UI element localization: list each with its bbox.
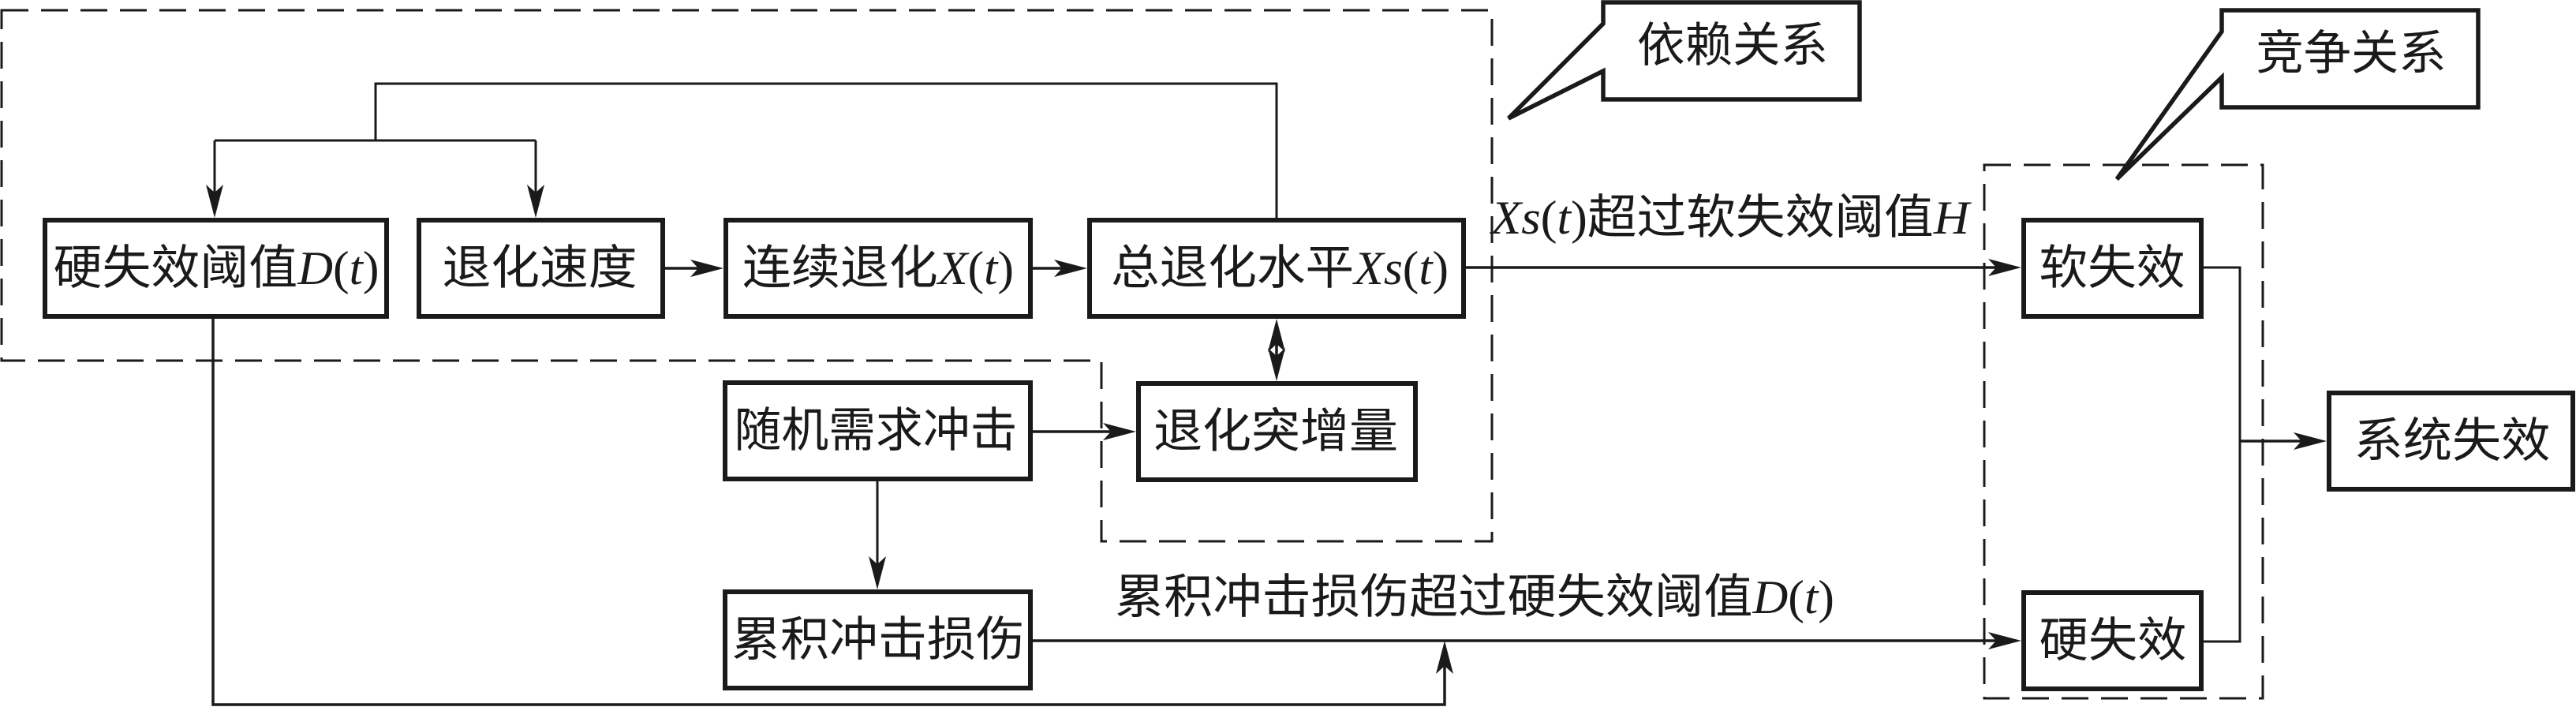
node-box (417, 218, 665, 319)
label-text: 总退化水平 (1111, 242, 1354, 294)
math-arg: t (984, 242, 999, 294)
math-paren: ( (333, 242, 350, 294)
node-hard-failure: 硬失效 (2021, 590, 2204, 691)
math-paren: ) (1432, 242, 1449, 294)
math-paren: ( (1403, 242, 1419, 294)
node-box (43, 218, 389, 319)
callout-dependency: 依赖关系 (1507, 0, 1862, 121)
math-symbol: D (1752, 571, 1788, 623)
node-soft-failure: 软失效 (2021, 218, 2204, 319)
label-text: 累积冲击损伤超过硬失效阈值 (1115, 571, 1752, 623)
callout-bubble (1507, 0, 1862, 121)
node-box (2327, 391, 2575, 492)
node-degradation-rate: 退化速度 (417, 218, 665, 319)
competition-region-dashed-border (1983, 163, 2264, 700)
dependency-region-dashed-border (0, 9, 1494, 543)
node-box (1136, 381, 1418, 482)
label-text: 超过软失效阈值 (1587, 192, 1934, 244)
math-paren: ) (363, 242, 379, 294)
math-arg: t (1804, 571, 1819, 623)
math-symbol: Xs (1490, 192, 1541, 244)
node-box (723, 589, 1033, 690)
node-label: 软失效 (2039, 242, 2185, 294)
math-paren: ) (1818, 571, 1834, 623)
math-paren: ( (968, 242, 985, 294)
label-text: 硬失效阈值 (54, 242, 298, 294)
node-label: 退化速度 (443, 242, 637, 294)
node-box (1087, 218, 1466, 319)
failure-merge-line (2204, 266, 2241, 643)
math-symbol: D (297, 242, 333, 294)
node-label: 退化突增量 (1153, 406, 1398, 458)
callout-competition: 竞争关系 (2114, 8, 2481, 181)
connectors (206, 82, 2327, 706)
math-arg: t (1419, 242, 1433, 294)
math-paren: ) (997, 242, 1014, 294)
label-text: 连续退化 (742, 242, 938, 294)
math-paren: ( (1541, 192, 1557, 244)
node-label: 累积冲击损伤 (731, 614, 1025, 666)
node-box (2021, 590, 2204, 691)
callout-bubble (2114, 8, 2481, 181)
node-box (723, 380, 1033, 481)
node-cumulative-shock-damage: 累积冲击损伤 (723, 589, 1033, 690)
feedback-line (374, 82, 1278, 219)
math-paren: ) (1571, 192, 1587, 244)
arrow-threshold-to-hard-condition (211, 319, 1453, 706)
math-arg: t (350, 242, 365, 294)
math-symbol: Xs (1352, 242, 1403, 294)
node-box (723, 218, 1033, 319)
node-box (2021, 218, 2204, 319)
node-system-failure: 系统失效 (2327, 391, 2575, 492)
node-label: 系统失效 (2354, 415, 2551, 467)
callout-label: 竞争关系 (2256, 28, 2447, 80)
math-arg: t (1557, 192, 1572, 244)
callout-label: 依赖关系 (1637, 20, 1828, 72)
math-symbol: H (1933, 192, 1972, 244)
node-random-demand-shock: 随机需求冲击 (723, 380, 1033, 481)
math-symbol: X (937, 242, 970, 294)
math-paren: ( (1788, 571, 1804, 623)
node-degradation-jump: 退化突增量 (1136, 381, 1418, 482)
node-label: 随机需求冲击 (735, 405, 1018, 457)
node-label: 硬失效 (2039, 615, 2187, 667)
